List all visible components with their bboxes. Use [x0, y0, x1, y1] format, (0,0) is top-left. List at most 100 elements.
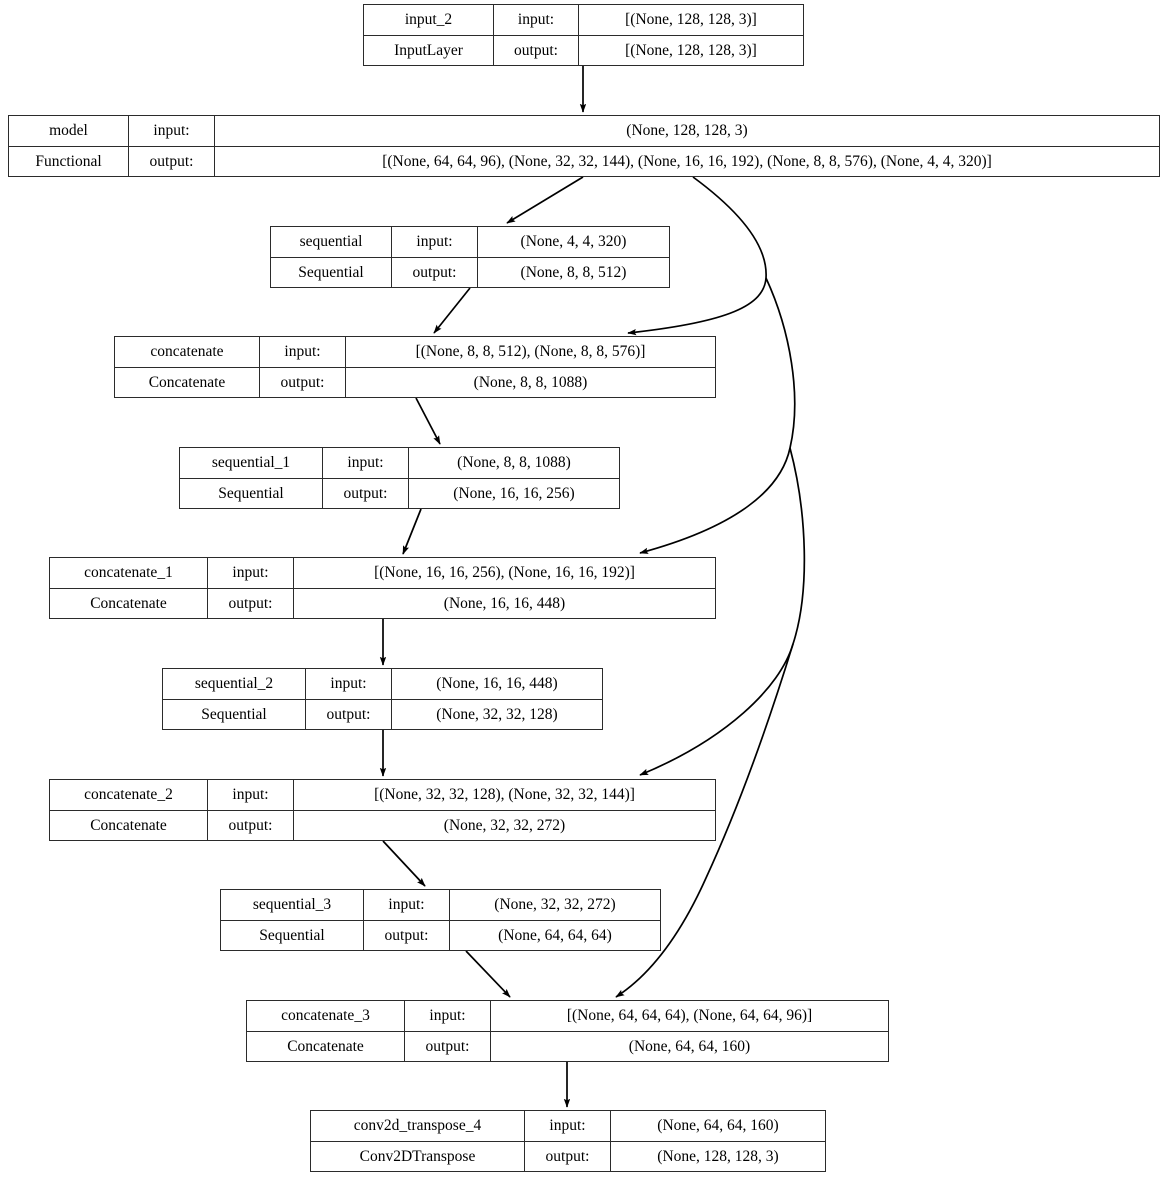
node-conv2d_transpose_4-output-row: Conv2DTranspose output: (None, 128, 128,…	[311, 1141, 825, 1171]
node-concatenate_2-type: Concatenate	[50, 810, 208, 840]
node-concatenate_3-input-shape: [(None, 64, 64, 64), (None, 64, 64, 96)]	[566, 1007, 813, 1024]
edge-concatenate-to-sequential1	[415, 397, 441, 445]
node-sequential_3-input-shape: (None, 32, 32, 272)	[494, 896, 616, 913]
edge-concatenate2-to-sequential3	[382, 840, 426, 887]
node-concatenate_2-input-label: input:	[208, 780, 294, 810]
node-sequential-input-row: sequential input: (None, 4, 4, 320)	[271, 227, 669, 258]
node-sequential_3-output-label: output:	[364, 920, 450, 950]
node-concatenate-name: concatenate	[115, 337, 260, 367]
node-concatenate_2-output-shape: (None, 32, 32, 272)	[443, 816, 566, 834]
node-concatenate_1-name: concatenate_1	[50, 558, 208, 588]
node-input_2-type: InputLayer	[364, 35, 494, 65]
node-conv2d_transpose_4[interactable]: conv2d_transpose_4 input: (None, 64, 64,…	[310, 1110, 826, 1172]
node-concatenate-input-label: input:	[260, 337, 346, 367]
node-sequential_1-output-row: Sequential output: (None, 16, 16, 256)	[180, 478, 619, 508]
node-concatenate_1-output-shape: (None, 16, 16, 448)	[443, 594, 566, 612]
node-sequential_1-type: Sequential	[180, 478, 323, 508]
node-sequential-input-label: input:	[392, 227, 478, 257]
node-model-name: model	[9, 116, 129, 146]
node-concatenate_1-input-row: concatenate_1 input: [(None, 16, 16, 256…	[50, 558, 715, 589]
node-model-output-label: output:	[129, 146, 215, 176]
node-sequential-type: Sequential	[271, 257, 392, 287]
node-model-output-row: Functional output: [(None, 64, 64, 96), …	[9, 146, 1159, 176]
node-conv2d_transpose_4-output-label: output:	[525, 1141, 611, 1171]
node-sequential_3[interactable]: sequential_3 input: (None, 32, 32, 272) …	[220, 889, 661, 951]
node-input_2-input-label: input:	[494, 5, 579, 35]
node-concatenate_2-output-label: output:	[208, 810, 294, 840]
node-model[interactable]: model input: (None, 128, 128, 3) Functio…	[8, 115, 1160, 177]
node-sequential_1[interactable]: sequential_1 input: (None, 8, 8, 1088) S…	[179, 447, 620, 509]
node-concatenate_3-output-shape: (None, 64, 64, 160)	[628, 1037, 751, 1055]
node-conv2d_transpose_4-input-row: conv2d_transpose_4 input: (None, 64, 64,…	[311, 1111, 825, 1142]
node-sequential[interactable]: sequential input: (None, 4, 4, 320) Sequ…	[270, 226, 670, 288]
node-input_2-input-row: input_2 input: [(None, 128, 128, 3)]	[364, 5, 803, 36]
node-sequential-output-row: Sequential output: (None, 8, 8, 512)	[271, 257, 669, 287]
node-sequential_1-output-label: output:	[323, 478, 409, 508]
edge-model-to-concatenate1-skip	[639, 277, 796, 554]
node-concatenate_3-type: Concatenate	[247, 1031, 405, 1061]
node-sequential_2-input-row: sequential_2 input: (None, 16, 16, 448)	[163, 669, 602, 700]
node-concatenate_2-name: concatenate_2	[50, 780, 208, 810]
node-concatenate_2-input-shape: [(None, 32, 32, 128), (None, 32, 32, 144…	[374, 786, 635, 803]
node-sequential_2-output-shape: (None, 32, 32, 128)	[436, 705, 558, 723]
node-concatenate_3-name: concatenate_3	[247, 1001, 405, 1031]
node-sequential-output-shape: (None, 8, 8, 512)	[520, 263, 627, 281]
node-sequential-input-shape: (None, 4, 4, 320)	[520, 233, 627, 250]
node-conv2d_transpose_4-output-shape: (None, 128, 128, 3)	[657, 1147, 779, 1165]
node-sequential_2-output-row: Sequential output: (None, 32, 32, 128)	[163, 699, 602, 729]
node-sequential_1-input-label: input:	[323, 448, 409, 478]
node-input_2-name: input_2	[364, 5, 494, 35]
node-sequential_2-output-label: output:	[306, 699, 392, 729]
node-sequential_3-input-row: sequential_3 input: (None, 32, 32, 272)	[221, 890, 660, 921]
node-concatenate[interactable]: concatenate input: [(None, 8, 8, 512), (…	[114, 336, 716, 398]
node-concatenate-input-row: concatenate input: [(None, 8, 8, 512), (…	[115, 337, 715, 368]
node-concatenate_1-input-shape: [(None, 16, 16, 256), (None, 16, 16, 192…	[374, 564, 635, 581]
node-sequential_3-input-label: input:	[364, 890, 450, 920]
node-concatenate-output-shape: (None, 8, 8, 1088)	[473, 373, 588, 391]
node-sequential_1-output-shape: (None, 16, 16, 256)	[453, 484, 575, 502]
node-concatenate_3-output-label: output:	[405, 1031, 491, 1061]
node-concatenate_3[interactable]: concatenate_3 input: [(None, 64, 64, 64)…	[246, 1000, 889, 1062]
node-concatenate-output-label: output:	[260, 367, 346, 397]
node-sequential_1-name: sequential_1	[180, 448, 323, 478]
node-concatenate_2-input-row: concatenate_2 input: [(None, 32, 32, 128…	[50, 780, 715, 811]
node-concatenate_1-input-label: input:	[208, 558, 294, 588]
node-conv2d_transpose_4-input-shape: (None, 64, 64, 160)	[657, 1117, 779, 1134]
node-sequential_3-output-shape: (None, 64, 64, 64)	[498, 926, 612, 944]
node-sequential-output-label: output:	[392, 257, 478, 287]
node-model-input-label: input:	[129, 116, 215, 146]
node-sequential_3-type: Sequential	[221, 920, 364, 950]
node-sequential_2-type: Sequential	[163, 699, 306, 729]
node-sequential_3-output-row: Sequential output: (None, 64, 64, 64)	[221, 920, 660, 950]
node-sequential_2[interactable]: sequential_2 input: (None, 16, 16, 448) …	[162, 668, 603, 730]
edge-sequential-to-concatenate	[433, 287, 471, 334]
node-sequential_3-name: sequential_3	[221, 890, 364, 920]
node-sequential_1-input-row: sequential_1 input: (None, 8, 8, 1088)	[180, 448, 619, 479]
node-concatenate_2[interactable]: concatenate_2 input: [(None, 32, 32, 128…	[49, 779, 716, 841]
node-concatenate_1-type: Concatenate	[50, 588, 208, 618]
node-concatenate_1[interactable]: concatenate_1 input: [(None, 16, 16, 256…	[49, 557, 716, 619]
node-input_2-output-row: InputLayer output: [(None, 128, 128, 3)]	[364, 35, 803, 65]
node-conv2d_transpose_4-name: conv2d_transpose_4	[311, 1111, 525, 1141]
node-conv2d_transpose_4-input-label: input:	[525, 1111, 611, 1141]
node-concatenate_1-output-row: Concatenate output: (None, 16, 16, 448)	[50, 588, 715, 618]
node-sequential-name: sequential	[271, 227, 392, 257]
node-conv2d_transpose_4-type: Conv2DTranspose	[311, 1141, 525, 1171]
node-concatenate_1-output-label: output:	[208, 588, 294, 618]
node-concatenate_3-output-row: Concatenate output: (None, 64, 64, 160)	[247, 1031, 888, 1061]
node-model-input-shape: (None, 128, 128, 3)	[626, 122, 748, 139]
node-sequential_2-input-label: input:	[306, 669, 392, 699]
node-sequential_2-input-shape: (None, 16, 16, 448)	[436, 675, 558, 692]
node-model-output-shape: [(None, 64, 64, 96), (None, 32, 32, 144)…	[382, 152, 992, 170]
node-sequential_2-name: sequential_2	[163, 669, 306, 699]
edge-model-to-sequential	[506, 176, 584, 224]
node-model-type: Functional	[9, 146, 129, 176]
node-concatenate_2-output-row: Concatenate output: (None, 32, 32, 272)	[50, 810, 715, 840]
node-input_2[interactable]: input_2 input: [(None, 128, 128, 3)] Inp…	[363, 4, 804, 66]
node-concatenate-input-shape: [(None, 8, 8, 512), (None, 8, 8, 576)]	[415, 343, 646, 360]
node-input_2-input-shape: [(None, 128, 128, 3)]	[625, 11, 757, 28]
node-concatenate_3-input-label: input:	[405, 1001, 491, 1031]
node-input_2-output-shape: [(None, 128, 128, 3)]	[625, 41, 757, 59]
node-input_2-output-label: output:	[494, 35, 579, 65]
